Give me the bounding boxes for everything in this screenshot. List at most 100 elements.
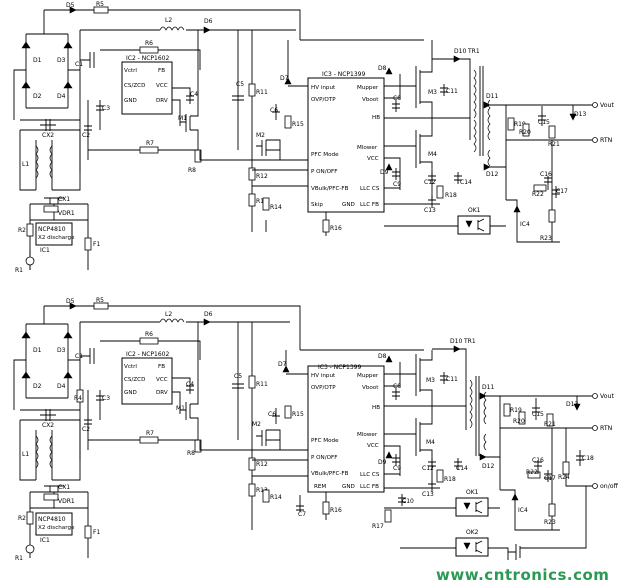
rtn-label-b: RTN <box>600 425 613 432</box>
r20-label-b: R20 <box>513 418 525 425</box>
ic1-ref: IC1 <box>40 247 50 254</box>
ok1-led-b <box>463 502 471 510</box>
c13-label: C13 <box>424 207 436 214</box>
r23-label-b: R23 <box>544 519 556 526</box>
ic3-pin-llc-cs-b: LLC CS <box>360 472 380 478</box>
r11-label: R11 <box>256 89 268 96</box>
ic2-pin-fb: FB <box>158 68 165 74</box>
r5-resistor <box>93 6 109 14</box>
c15-label: C15 <box>538 119 550 126</box>
onoff-label-b: on/off <box>600 483 619 490</box>
d8-diode-b <box>385 355 393 363</box>
ic2-pin-gnd-b: GND <box>124 390 137 396</box>
ic3-pin-pfc-mode: PFC Mode <box>311 152 339 158</box>
d5-diode <box>69 6 77 14</box>
ic3-pin-llc-fb: LLC FB <box>360 202 379 208</box>
ok1-optocoupler-b <box>455 497 489 517</box>
c13-label-b: C13 <box>422 491 434 498</box>
c5-label: C5 <box>236 81 244 88</box>
l1-label: L1 <box>22 161 29 168</box>
ic3-pin-ovp-otp-b: OVP/OTP <box>311 385 336 391</box>
ic3-pin-llc-fb-b: LLC FB <box>360 484 379 490</box>
c8-label: C8 <box>393 95 401 102</box>
ic2-pin-drv: DRV <box>156 98 168 104</box>
ic2-title-b: IC2 - NCP1602 <box>126 351 170 358</box>
optocouplers-bottom: OK1 OK2 <box>384 486 587 560</box>
watermark: www.cntronics.com <box>436 566 609 584</box>
d12-label-b: D12 <box>482 463 494 470</box>
ic3-pin-hv-input-b: HV input <box>311 373 336 379</box>
d9-diode-b <box>385 451 393 459</box>
schematic-top: NCP4810 X2 discharge IC1 R1 R2 F1 CX1 VD… <box>13 1 614 274</box>
pfc-mode-circuit-top: R12 R13 R14 M2 C6 R15 D7 <box>199 40 308 232</box>
ic3-pin-vcc-b: VCC <box>367 443 379 449</box>
startup-path-top: D5 R5 <box>43 1 301 40</box>
d11-diode-b <box>479 392 487 400</box>
vout-label-b: Vout <box>600 393 614 400</box>
ic3-pin-ovp-otp: OVP/OTP <box>311 97 336 103</box>
r13-label-b: R13 <box>256 487 268 494</box>
ok2-label-b: OK2 <box>466 529 479 536</box>
input-filter-top: NCP4810 X2 discharge IC1 R1 R2 F1 CX1 VD… <box>15 196 100 274</box>
ic3-pin-hb: HB <box>372 115 380 121</box>
transformer-secondary-top: TR1 D11 D12 R19 R20 C15 R21 D13 Vout RTN <box>467 48 614 243</box>
rtn-label: RTN <box>600 137 613 144</box>
r4-resistor-b <box>76 389 84 403</box>
ic3-title: IC3 - NCP1399 <box>322 71 366 78</box>
ic3-box-b <box>307 365 385 493</box>
ic3-pin-mupper-b: Mupper <box>357 373 379 379</box>
c2-label: C2 <box>82 132 90 139</box>
d2-label-b: D2 <box>33 383 42 390</box>
ic3-pin-llc-cs: LLC CS <box>360 186 380 192</box>
ic1-sub-b: X2 discharge <box>38 525 75 531</box>
c6-label-b: C6 <box>268 411 276 418</box>
d6-label: D6 <box>204 18 213 25</box>
d11-label: D11 <box>486 93 498 100</box>
startup-path-bottom: D5 R5 <box>43 297 301 350</box>
ic3-pin-pfc-mode-b: PFC Mode <box>311 438 339 444</box>
ic3-pin-mupper: Mupper <box>357 85 379 91</box>
d13-label: D13 <box>574 111 586 118</box>
r19-resistor-b <box>503 403 511 417</box>
ic2-pin-cszcd-b: CS/ZCD <box>124 377 145 383</box>
r21-label-b: R21 <box>544 421 556 428</box>
pfc-mode-circuit-bottom: R12 R13 R14 M2 C6 R15 D7 C7 <box>199 350 308 530</box>
cx1-label: CX1 <box>58 196 70 203</box>
ic2-pin-vctrl: Vctrl <box>124 68 137 74</box>
ic3-pin-hb-b: HB <box>372 405 380 411</box>
tr1-label-b: TR1 <box>463 338 476 345</box>
r14-resistor <box>262 197 270 211</box>
r24-resistor-b <box>562 461 570 475</box>
d9-label-b: D9 <box>378 459 387 466</box>
optocoupler-top: OK1 <box>384 207 506 235</box>
d12-diode-b <box>479 453 487 461</box>
r16-resistor <box>322 219 330 233</box>
ic2-ncp1602-bottom <box>121 357 173 405</box>
ic3-pin-p-on-off: P ON/OFF <box>311 169 337 175</box>
r22-label: R22 <box>532 191 544 198</box>
tr1-label: TR1 <box>467 48 480 55</box>
r22-label-b: R22 <box>526 469 538 476</box>
r20-resistor-b <box>518 411 526 425</box>
ic2-pin-vcc-b: VCC <box>156 377 168 383</box>
ic2-pin-vctrl-b: Vctrl <box>124 364 137 370</box>
r4-label-b: R4 <box>74 395 82 402</box>
d11-diode <box>483 101 491 109</box>
r6-label: R6 <box>145 40 153 47</box>
r20-resistor <box>522 123 530 137</box>
ic1-x2-discharge-b <box>35 512 73 536</box>
c1-label: C1 <box>75 61 83 68</box>
c18-label-b: C18 <box>582 455 594 462</box>
m2-label: M2 <box>256 132 265 139</box>
d9-diode <box>385 163 393 171</box>
l2-label: L2 <box>165 17 172 24</box>
onoff-terminal-b <box>592 483 598 489</box>
d8-label: D8 <box>378 65 387 72</box>
d3-label-b: D3 <box>57 347 66 354</box>
d4-label: D4 <box>57 93 66 100</box>
cx1-label-b: CX1 <box>58 484 70 491</box>
m4-label-b: M4 <box>426 439 435 446</box>
cx2-label-b: CX2 <box>42 422 54 429</box>
m3-label-b: M3 <box>426 377 435 384</box>
